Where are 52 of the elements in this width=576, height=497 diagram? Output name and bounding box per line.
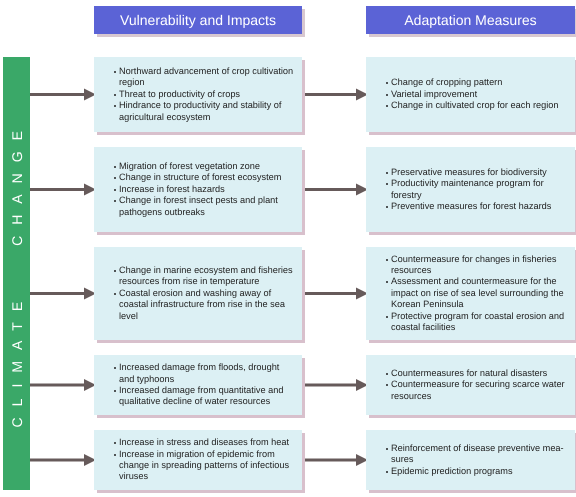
bullet-text: Migration of forest vegetation zone [114, 160, 294, 172]
bullet-text: Preventive measures for forest hazards [386, 200, 567, 212]
bullet-text: Reinforcement of disease preventive mea-sures [386, 442, 567, 466]
side-banner [3, 57, 30, 490]
text-box [94, 57, 302, 132]
text-box [94, 355, 302, 415]
bullet-text: Change in marine ecosystem and fisheries resources from rise in temperature [114, 264, 294, 288]
bullet-text: Coastal erosion and washing away of coastal infrastructure from rise in the sea level [114, 288, 294, 322]
arrow [30, 379, 96, 391]
arrow [30, 454, 96, 466]
arrow [302, 288, 368, 300]
header-title: Adaptation Measures [404, 12, 537, 28]
bullet-text: Northward advancement of crop cultivation region [114, 66, 294, 89]
bullet-text: Countermeasures for natural disasters [386, 368, 567, 380]
arrow [302, 454, 368, 466]
bullet-text: Assessment and countermeasure for the impact on rise of sea level surrounding the Korean Peninsula [386, 276, 567, 311]
text-box [94, 430, 302, 490]
bullet-text: Epidemic prediction programs [386, 466, 567, 478]
bullet-text: Increased damage from floods, drought and typhoons [114, 362, 294, 385]
bullet-text: Countermeasure for securing scarce water resources [386, 379, 567, 402]
banner-title: CLIMATE CHANGE [8, 120, 24, 428]
bullet-text: Increased damage from quantitative and qualitative decline of water resources [114, 385, 294, 408]
bullet-text: Change of cropping pattern [386, 77, 567, 89]
text-box [366, 355, 575, 415]
arrow [30, 184, 96, 196]
bullet-text: Increase in forest hazards [114, 184, 294, 196]
bullet-text: Countermeasure for changes in fisheries resources [386, 254, 567, 276]
header-title: Vulnerability and Impacts [120, 12, 276, 28]
bullet-text: Preservative measures for biodiversity [386, 166, 567, 178]
text-box [94, 247, 302, 340]
bullet-text: Hindrance to productivity and stability of agricultural ecosystem [114, 100, 294, 124]
bullet-text: Increase in migration of epidemic from change in spreading patterns of infectious viruses [114, 448, 294, 483]
bullet-text: Increase in stress and diseases from heat [114, 437, 294, 449]
column-header [94, 6, 302, 34]
arrow [30, 288, 96, 300]
bullet-text: Productivity maintenance program for forestry [386, 178, 567, 201]
text-box [366, 147, 575, 232]
arrow [30, 88, 96, 100]
text-box [366, 57, 575, 132]
arrow [302, 184, 368, 196]
text-box [366, 247, 575, 340]
arrow [302, 379, 368, 391]
arrow [302, 88, 368, 100]
bullet-text: Change in forest insect pests and plant pathogens outbreaks [114, 195, 294, 218]
bullet-text: Change in cultivated crop for each region [386, 100, 567, 112]
bullet-text: Protective program for coastal erosion and coastal facilities [386, 310, 567, 334]
bullet-text: Varietal improvement [386, 88, 567, 100]
bullet-text: Change in structure of forest ecosystem [114, 172, 294, 184]
bullet-text: Threat to productivity of crops [114, 88, 294, 100]
column-header [366, 6, 575, 34]
text-box [366, 430, 575, 490]
text-box [94, 147, 302, 232]
